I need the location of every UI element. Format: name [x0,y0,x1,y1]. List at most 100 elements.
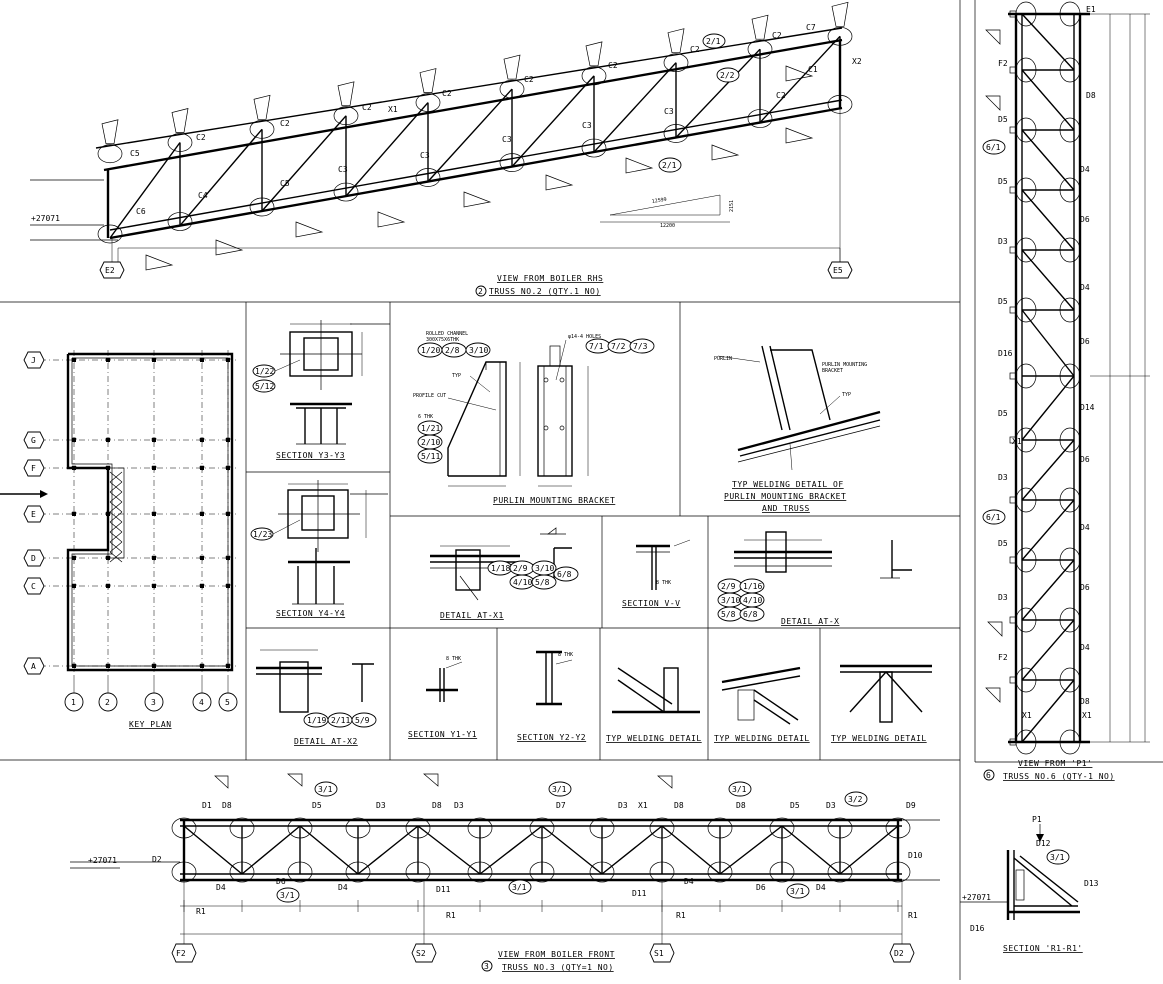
truss3-top-label-d3: D3 [826,801,836,810]
grid-row-d: D [23,549,45,567]
svg-text:D3: D3 [998,473,1008,482]
truss2-label-x1: X1 [388,105,398,114]
pb-thk-tag-5-11: 5/11 [417,448,443,464]
truss6-label-d6: D6 [1080,455,1090,464]
svg-text:3/2: 3/2 [848,795,863,804]
x-tag-5-8: 5/8 [717,606,743,622]
svg-text:D1: D1 [202,801,212,810]
svg-text:D6: D6 [276,877,286,886]
truss2-label-2-2: 2/2 [716,67,740,83]
svg-text:2: 2 [105,698,110,707]
svg-text:6/8: 6/8 [557,570,572,579]
x1-tag-4-10: 4/10 [509,574,535,590]
truss3-bottom-label-d4: D4 [816,883,826,892]
r1-label-3-1: 3/1 [1046,849,1070,865]
svg-text:3/1: 3/1 [280,891,295,900]
svg-text:D6: D6 [1080,337,1090,346]
truss3-bottom-label-d6: D6 [276,877,286,886]
pb-thk-tag-1-21: 1/21 [417,420,443,436]
truss3-top-label-3-1: 3/1 [728,781,752,797]
svg-text:D8: D8 [1080,697,1090,706]
svg-text:5/12: 5/12 [255,382,274,391]
svg-text:D5: D5 [998,115,1008,124]
svg-text:TYP: TYP [452,373,461,379]
svg-text:2/9: 2/9 [721,582,736,591]
svg-text:C2: C2 [280,119,290,128]
svg-text:4: 4 [199,698,204,707]
truss-no6-elevation: E1F2D8D56/1D5D3D5D16D5X1D36/1D5D3F2X1D4D… [982,1,1150,781]
truss2-label-c7: C7 [806,23,816,32]
svg-text:X1: X1 [638,801,648,810]
truss6-label-e1: E1 [1086,5,1096,14]
svg-text:D13: D13 [1084,879,1099,888]
svg-text:D12: D12 [1036,839,1051,848]
svg-text:3/1: 3/1 [552,785,567,794]
section-r1-title: SECTION 'R1-R1' [1003,944,1083,953]
section-y1-title: SECTION Y1-Y1 [408,730,477,739]
svg-text:7/2: 7/2 [611,342,626,351]
svg-text:A: A [31,662,36,671]
svg-text:C: C [31,582,36,591]
svg-text:R1: R1 [196,907,206,916]
svg-text:5/11: 5/11 [421,452,440,461]
truss3-bottom-label-d2: D2 [152,855,162,864]
truss6-label-x1: X1 [1012,437,1022,446]
svg-text:300X75X6THK: 300X75X6THK [426,337,459,343]
svg-text:6/1: 6/1 [986,143,1001,152]
svg-text:D9: D9 [906,801,916,810]
typ-weld-purlin-title2: PURLIN MOUNTING BRACKET [724,492,846,501]
svg-text:PURLIN: PURLIN [714,356,732,362]
truss3-grid-s2: S2 [411,880,437,963]
truss6-label-d14: D14 [1080,403,1095,412]
svg-text:R1: R1 [446,911,456,920]
grid-row-c: C [23,577,45,595]
truss3-top-label-3-2: 3/2 [844,791,868,807]
truss3-top-label-d3: D3 [618,801,628,810]
r1-elevation-mark: +27071 [962,893,991,902]
svg-text:PROFILE CUT: PROFILE CUT [413,393,446,399]
svg-text:D6: D6 [1080,583,1090,592]
truss3-top-label-x1: X1 [638,801,648,810]
truss2-elevation-mark: +27071 [31,214,60,223]
truss6-label-x1: X1 [1022,711,1032,720]
svg-text:2/1: 2/1 [706,37,721,46]
truss3-top-label-d3: D3 [376,801,386,810]
svg-text:1/20: 1/20 [421,346,440,355]
svg-text:D3: D3 [618,801,628,810]
truss3-bottom-label-d4: D4 [216,883,226,892]
svg-text:R1: R1 [908,911,918,920]
truss6-label-d16: D16 [998,349,1013,358]
grid-row-g: G [23,431,45,449]
typ-welding-detail-3: TYP WELDING DETAIL [831,664,932,743]
x2-tag-1-19: 1/19 [303,712,329,728]
purlin-bracket-title: PURLIN MOUNTING BRACKET [493,496,615,505]
svg-text:φ14-4 HOLES: φ14-4 HOLES [568,334,601,340]
grid-row-f: F [23,459,45,477]
truss3-elevation-mark: +27071 [88,856,117,865]
svg-text:C2: C2 [362,103,372,112]
truss2-label-x2: X2 [852,57,862,66]
section-y2-title: SECTION Y2-Y2 [517,733,586,742]
truss2-title: VIEW FROM BOILER RHS [497,274,603,283]
svg-text:F2: F2 [998,59,1008,68]
x-tag-1-16: 1/16 [739,578,765,594]
section-y4-title: SECTION Y4-Y4 [276,609,345,618]
svg-text:E1: E1 [1086,5,1096,14]
truss3-bottom-label-d11: D11 [436,885,451,894]
truss3-grid-f2: F2 [171,880,197,963]
svg-text:R1: R1 [676,911,686,920]
svg-text:TYP WELDING DETAIL: TYP WELDING DETAIL [606,734,702,743]
typ-weld-purlin-title3: AND TRUSS [762,504,810,513]
truss-no2-elevation: 12200 12599 2151 +27071 E2 E5 [30,1,862,297]
truss2-label-2-1: 2/1 [702,33,726,49]
pb-tag-3-10: 3/10 [465,342,491,358]
svg-text:X1: X1 [1022,711,1032,720]
svg-text:3/1: 3/1 [318,785,333,794]
svg-text:D8: D8 [736,801,746,810]
svg-text:4/10: 4/10 [743,596,762,605]
svg-text:D11: D11 [632,889,647,898]
truss6-label-d4: D4 [1080,643,1090,652]
svg-text:C5: C5 [130,149,140,158]
